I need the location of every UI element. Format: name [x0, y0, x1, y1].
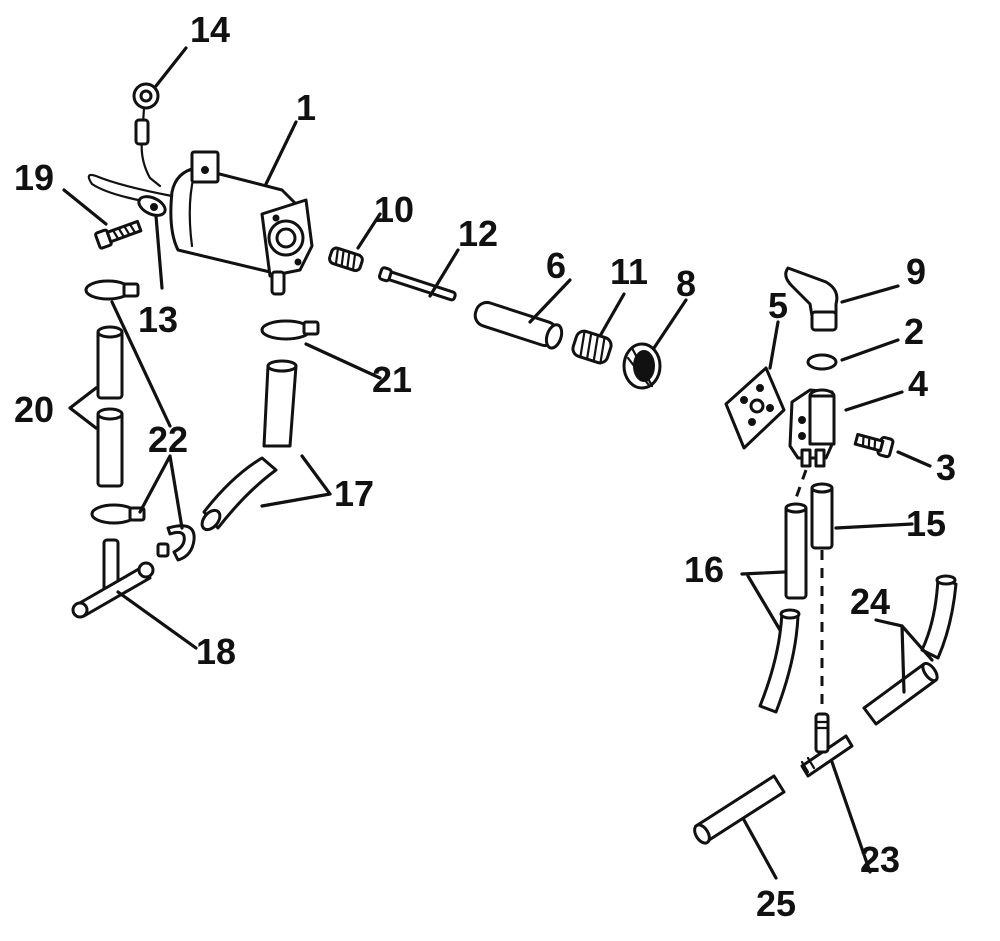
part-21-clamp	[260, 319, 320, 341]
callout-9: 9	[906, 251, 926, 292]
part-5-gasket	[724, 366, 786, 450]
callout-21: 21	[372, 359, 412, 400]
part-18-tee	[71, 538, 155, 619]
part-2-o-ring	[806, 353, 838, 371]
callout-12: 12	[458, 213, 498, 254]
callout-13: 13	[138, 299, 178, 340]
part-11-spring	[571, 329, 613, 365]
callout-1: 1	[296, 87, 316, 128]
part-16-hoses	[758, 502, 808, 714]
callout-5: 5	[768, 285, 788, 326]
callout-8: 8	[676, 263, 696, 304]
part-9-elbow	[784, 266, 839, 332]
callout-4: 4	[908, 363, 928, 404]
leader-lines	[62, 46, 934, 880]
part-23-tee-fitting	[800, 712, 854, 778]
callout-25: 25	[756, 883, 796, 924]
part-6-plunger	[473, 300, 564, 350]
callout-10: 10	[374, 189, 414, 230]
callout-3: 3	[936, 447, 956, 488]
callout-2: 2	[904, 311, 924, 352]
part-20-hoses	[96, 325, 124, 488]
callout-17: 17	[334, 473, 374, 514]
callout-19: 19	[14, 157, 54, 198]
callout-14: 14	[190, 9, 230, 50]
callout-23: 23	[860, 839, 900, 880]
part-17-hoses	[200, 359, 298, 532]
part-10-spring	[328, 246, 364, 273]
part-12-plunger-rod	[378, 266, 457, 302]
part-22-clamps	[84, 279, 196, 562]
part-14-ground-wire	[132, 82, 162, 188]
callout-15: 15	[906, 503, 946, 544]
callout-11: 11	[610, 251, 648, 292]
callout-20: 20	[14, 389, 54, 430]
part-25-hose	[693, 774, 786, 845]
part-19-screw	[94, 219, 143, 250]
part-8-nut	[622, 342, 662, 390]
part-1-solenoid	[169, 150, 314, 296]
part-4-valve-housing	[788, 388, 836, 468]
callout-16: 16	[684, 549, 724, 590]
callout-22: 22	[148, 419, 188, 460]
alignment-lines	[794, 469, 824, 706]
callout-labels: 14 1 19 13 10 12 6 11 8 9 5 2 4 3 15 16 …	[14, 9, 956, 924]
callout-18: 18	[196, 631, 236, 672]
callout-24: 24	[850, 581, 890, 622]
callout-6: 6	[546, 245, 566, 286]
part-3-screw	[853, 432, 895, 459]
part-15-hose	[810, 482, 834, 550]
part-13-lead-wire	[87, 173, 174, 217]
